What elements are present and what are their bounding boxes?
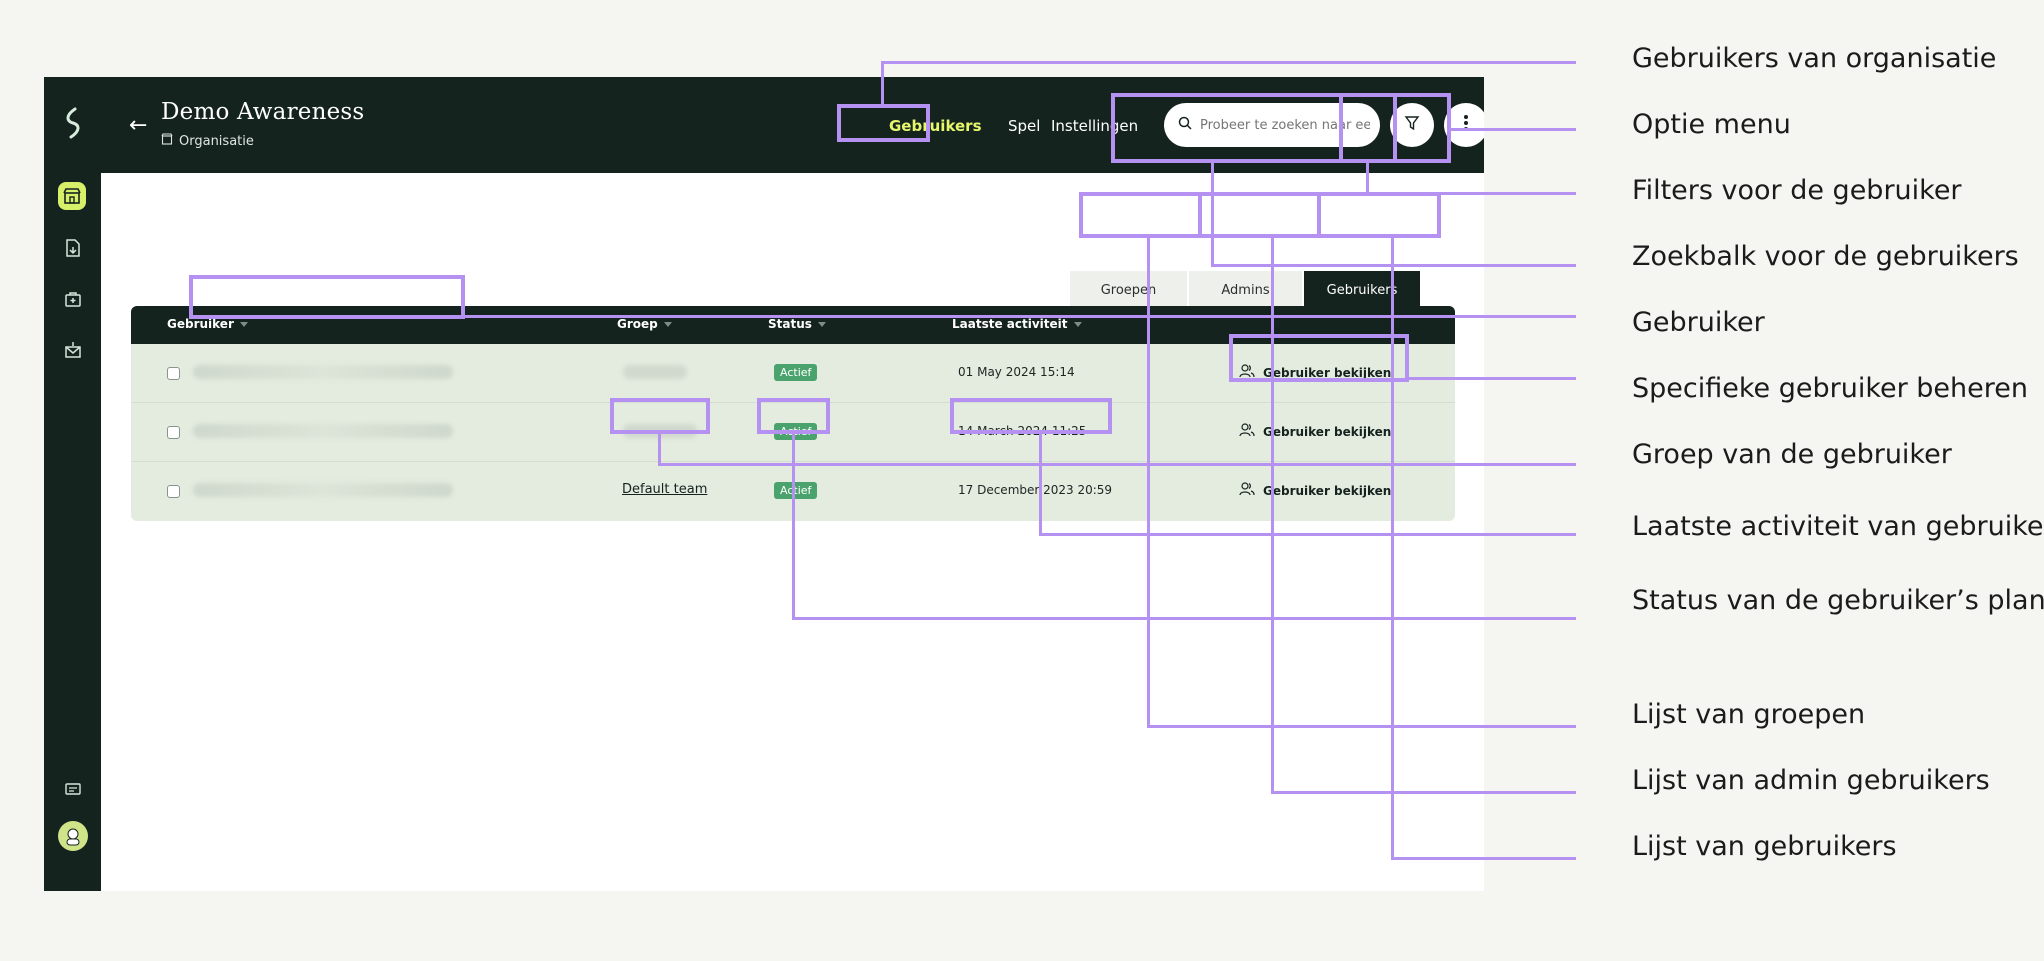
connector-line bbox=[1147, 236, 1150, 727]
highlight-options bbox=[1393, 93, 1451, 163]
search-bar[interactable] bbox=[1164, 103, 1380, 147]
users-icon bbox=[1239, 363, 1255, 382]
connector-line bbox=[881, 61, 1576, 64]
highlight-search bbox=[1111, 93, 1343, 163]
connector-line bbox=[1147, 725, 1576, 728]
back-arrow-icon[interactable]: ← bbox=[129, 113, 148, 138]
highlight-group bbox=[610, 398, 710, 434]
connector-line bbox=[792, 432, 795, 619]
connector-line bbox=[463, 315, 1576, 318]
row-checkbox[interactable] bbox=[167, 367, 180, 380]
annotation-label: Lijst van gebruikers bbox=[1632, 831, 1897, 862]
connector-line bbox=[881, 61, 884, 105]
status-badge: Actief bbox=[774, 364, 818, 381]
tab-groepen[interactable]: Groepen bbox=[1070, 271, 1187, 309]
annotation-label: Gebruiker bbox=[1632, 307, 1765, 338]
nav-spel[interactable]: Spel bbox=[1008, 117, 1041, 135]
sort-icon bbox=[817, 321, 826, 327]
avatar[interactable] bbox=[58, 821, 88, 851]
store-icon[interactable] bbox=[58, 182, 86, 210]
sort-icon bbox=[239, 321, 248, 327]
annotation-label: Lijst van admin gebruikers bbox=[1632, 765, 1990, 796]
breadcrumb-label: Organisatie bbox=[179, 133, 254, 149]
column-header-laatste-activiteit[interactable]: Laatste activiteit bbox=[952, 317, 1082, 331]
connector-line bbox=[1039, 432, 1042, 535]
highlight-filter bbox=[1339, 93, 1397, 163]
annotation-label: Filters voor de gebruiker bbox=[1632, 175, 1962, 206]
connector-line bbox=[1271, 236, 1274, 793]
connector-line bbox=[1366, 162, 1369, 194]
column-header-gebruiker[interactable]: Gebruiker bbox=[167, 317, 248, 331]
sidebar bbox=[44, 77, 101, 891]
table-row: Default team Actief 17 December 2023 20:… bbox=[131, 462, 1455, 521]
connector-line bbox=[1449, 128, 1576, 131]
connector-line bbox=[1391, 857, 1576, 860]
tab-admins[interactable]: Admins bbox=[1189, 271, 1302, 309]
highlight-status bbox=[757, 398, 830, 434]
connector-line bbox=[1366, 192, 1576, 195]
more-vertical-icon bbox=[1463, 114, 1469, 136]
group-redacted[interactable] bbox=[623, 365, 687, 379]
annotation-label: Zoekbalk voor de gebruikers bbox=[1632, 241, 2019, 272]
chat-icon[interactable] bbox=[60, 777, 86, 803]
last-activity: 01 May 2024 15:14 bbox=[958, 365, 1075, 379]
highlight-view-user bbox=[1229, 334, 1409, 382]
view-user-button[interactable]: Gebruiker bekijken bbox=[1239, 422, 1391, 441]
filter-icon bbox=[1404, 115, 1420, 135]
highlight-nav-gebruikers bbox=[837, 104, 930, 142]
view-user-button[interactable]: Gebruiker bekijken bbox=[1239, 363, 1391, 382]
first-aid-icon[interactable] bbox=[60, 286, 86, 312]
connector-line bbox=[1211, 162, 1214, 266]
view-user-button[interactable]: Gebruiker bekijken bbox=[1239, 481, 1391, 500]
annotation-label: Status van de gebruiker’s plan bbox=[1632, 585, 2044, 616]
user-email-redacted[interactable] bbox=[193, 424, 453, 438]
column-header-groep[interactable]: Groep bbox=[617, 317, 672, 331]
highlight-tab-admins bbox=[1198, 192, 1321, 238]
row-checkbox[interactable] bbox=[167, 426, 180, 439]
mail-alert-icon[interactable] bbox=[60, 337, 86, 363]
document-download-icon[interactable] bbox=[60, 235, 86, 261]
users-icon bbox=[1239, 422, 1255, 441]
annotation-label: Optie menu bbox=[1632, 109, 1791, 140]
status-badge: Actief bbox=[774, 482, 818, 499]
highlight-tab-gebruikers bbox=[1317, 192, 1441, 238]
highlight-tab-groepen bbox=[1079, 192, 1202, 238]
search-icon bbox=[1178, 116, 1192, 134]
connector-line bbox=[658, 432, 661, 466]
row-checkbox[interactable] bbox=[167, 485, 180, 498]
connector-line bbox=[1271, 791, 1576, 794]
table-row: Actief 01 May 2024 15:14 Gebruiker bekij… bbox=[131, 344, 1455, 403]
last-activity: 17 December 2023 20:59 bbox=[958, 483, 1113, 497]
nav-gebruikers[interactable]: Gebruikers bbox=[889, 117, 982, 135]
nav-instellingen[interactable]: Instellingen bbox=[1051, 117, 1139, 135]
connector-line bbox=[1407, 377, 1576, 380]
user-email-redacted[interactable] bbox=[193, 483, 453, 497]
users-icon bbox=[1239, 481, 1255, 500]
list-tabs: Groepen Admins Gebruikers bbox=[1070, 271, 1420, 309]
connector-line bbox=[1039, 533, 1576, 536]
annotation-label: Specifieke gebruiker beheren bbox=[1632, 373, 2028, 404]
building-icon bbox=[161, 133, 173, 149]
connector-line bbox=[792, 617, 1576, 620]
search-input[interactable] bbox=[1200, 117, 1370, 133]
user-email-redacted[interactable] bbox=[193, 365, 453, 379]
annotation-label: Gebruikers van organisatie bbox=[1632, 43, 1997, 74]
annotation-label: Groep van de gebruiker bbox=[1632, 439, 1952, 470]
group-link[interactable]: Default team bbox=[622, 482, 708, 497]
filter-button[interactable] bbox=[1390, 103, 1434, 147]
sort-icon bbox=[1073, 321, 1082, 327]
connector-line bbox=[658, 463, 1576, 466]
breadcrumb: Organisatie bbox=[161, 133, 254, 149]
column-header-status[interactable]: Status bbox=[768, 317, 826, 331]
highlight-user bbox=[189, 275, 465, 319]
sort-icon bbox=[663, 321, 672, 327]
highlight-last-activity bbox=[950, 398, 1112, 434]
page-title: Demo Awareness bbox=[161, 99, 365, 125]
annotation-label: Laatste activiteit van gebruiker bbox=[1632, 511, 2044, 542]
tab-gebruikers[interactable]: Gebruikers bbox=[1304, 271, 1420, 309]
logo-icon[interactable] bbox=[60, 105, 86, 141]
annotation-label: Lijst van groepen bbox=[1632, 699, 1866, 730]
connector-line bbox=[1391, 236, 1394, 860]
